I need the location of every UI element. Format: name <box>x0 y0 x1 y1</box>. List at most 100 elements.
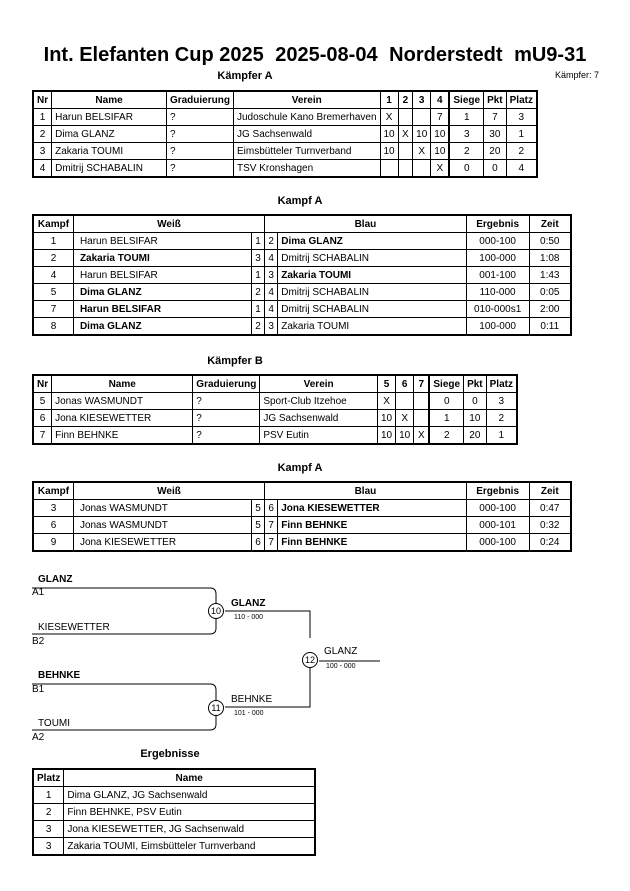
bracket-entry-name: TOUMI <box>38 718 71 729</box>
blue-number: 7 <box>264 516 279 534</box>
blue-number: 7 <box>264 533 279 552</box>
fighter-name: Finn BEHNKE <box>51 426 194 445</box>
blue-fighter: Dmitrij SCHABALIN <box>277 300 467 318</box>
pool-a-header-cell: Platz <box>505 90 538 109</box>
result-name: Jona KIESEWETTER, JG Sachsenwald <box>63 820 316 838</box>
fighter-grade: ? <box>192 409 261 427</box>
blue-number: 4 <box>264 283 279 301</box>
fight-number: 8 <box>32 317 74 336</box>
white-number: 2 <box>250 317 266 336</box>
fight-result: 000-101 <box>465 516 530 534</box>
result-place: 1 <box>32 786 65 804</box>
blue-fighter: Finn BEHNKE <box>277 516 467 534</box>
bracket-entry-seed: A2 <box>32 732 45 743</box>
fight-number: 7 <box>32 300 74 318</box>
results-header-cell: Platz <box>32 768 65 787</box>
fighter-place: 2 <box>505 142 538 160</box>
fight-12-score: 100 - 000 <box>326 663 356 670</box>
result-place: 2 <box>32 803 65 821</box>
bracket-entry-name: GLANZ <box>38 574 73 585</box>
fight-time: 0:24 <box>528 533 572 552</box>
event-name: Int. Elefanten Cup 2025 <box>43 44 264 66</box>
score-cell <box>412 159 432 178</box>
event-date: 2025-08-04 <box>275 44 378 66</box>
result-name: Finn BEHNKE, PSV Eutin <box>63 803 316 821</box>
fighter-wins: 2 <box>428 426 465 445</box>
bracket-entry-seed: A1 <box>32 587 45 598</box>
fight-11-score: 101 - 000 <box>234 710 264 717</box>
fights-b-heading: Kampf A <box>277 462 323 474</box>
blue-fighter: Zakaria TOUMI <box>277 317 467 336</box>
fight-number: 9 <box>32 533 74 552</box>
fight-11-winner: BEHNKE <box>231 694 273 705</box>
bracket-entry-name: KIESEWETTER <box>38 622 110 633</box>
fight-12-winner: GLANZ <box>324 646 358 657</box>
fighter-club: TSV Kronshagen <box>232 159 381 178</box>
bracket-entry-seed: B1 <box>32 684 45 695</box>
bracket-entry-seed: B2 <box>32 636 45 647</box>
fight-result: 010-000s1 <box>465 300 530 318</box>
fighter-wins: 1 <box>448 108 485 126</box>
score-cell: X <box>395 409 415 427</box>
fights-a-heading: Kampf A <box>277 195 323 207</box>
blue-fighter: Finn BEHNKE <box>277 533 467 552</box>
fight-10-winner: GLANZ <box>231 598 266 609</box>
score-cell: X <box>379 108 399 126</box>
score-cell: 10 <box>430 142 450 160</box>
fighter-grade: ? <box>165 142 234 160</box>
blue-number: 3 <box>264 317 279 336</box>
pool-a-heading: Kämpfer A <box>217 70 273 82</box>
bracket-line-11-out <box>225 668 311 708</box>
score-cell: X <box>430 159 450 178</box>
pool-b-heading: Kämpfer B <box>207 355 263 367</box>
result-place: 3 <box>32 820 65 838</box>
white-number: 1 <box>250 300 266 318</box>
white-number: 5 <box>250 516 266 534</box>
fighter-points: 0 <box>483 159 507 178</box>
fight-12-number: 12 <box>305 655 315 665</box>
fighter-wins: 0 <box>448 159 485 178</box>
event-category: mU9-31 <box>514 44 587 66</box>
fight-10-circle <box>208 603 224 619</box>
fighter-grade: ? <box>192 426 261 445</box>
score-cell <box>379 159 399 178</box>
fight-number: 6 <box>32 516 74 534</box>
fighter-wins: 1 <box>428 409 465 427</box>
result-name: Dima GLANZ, JG Sachsenwald <box>63 786 316 804</box>
page-title: Int. Elefanten Cup 2025 2025-08-04 Norde… <box>0 44 630 67</box>
fight-time: 0:32 <box>528 516 572 534</box>
fight-10-score: 110 - 000 <box>234 614 264 621</box>
white-number: 6 <box>250 533 266 552</box>
fight-11-number: 11 <box>211 703 220 713</box>
fighter-grade: ? <box>165 159 234 178</box>
fighter-wins: 2 <box>448 142 485 160</box>
event-place: Norderstedt <box>389 44 503 66</box>
fighter-place: 4 <box>505 159 538 178</box>
fight-11-circle <box>208 700 224 716</box>
fighter-count: Kämpfer: 7 <box>554 70 599 80</box>
fight-time: 2:00 <box>528 300 572 318</box>
